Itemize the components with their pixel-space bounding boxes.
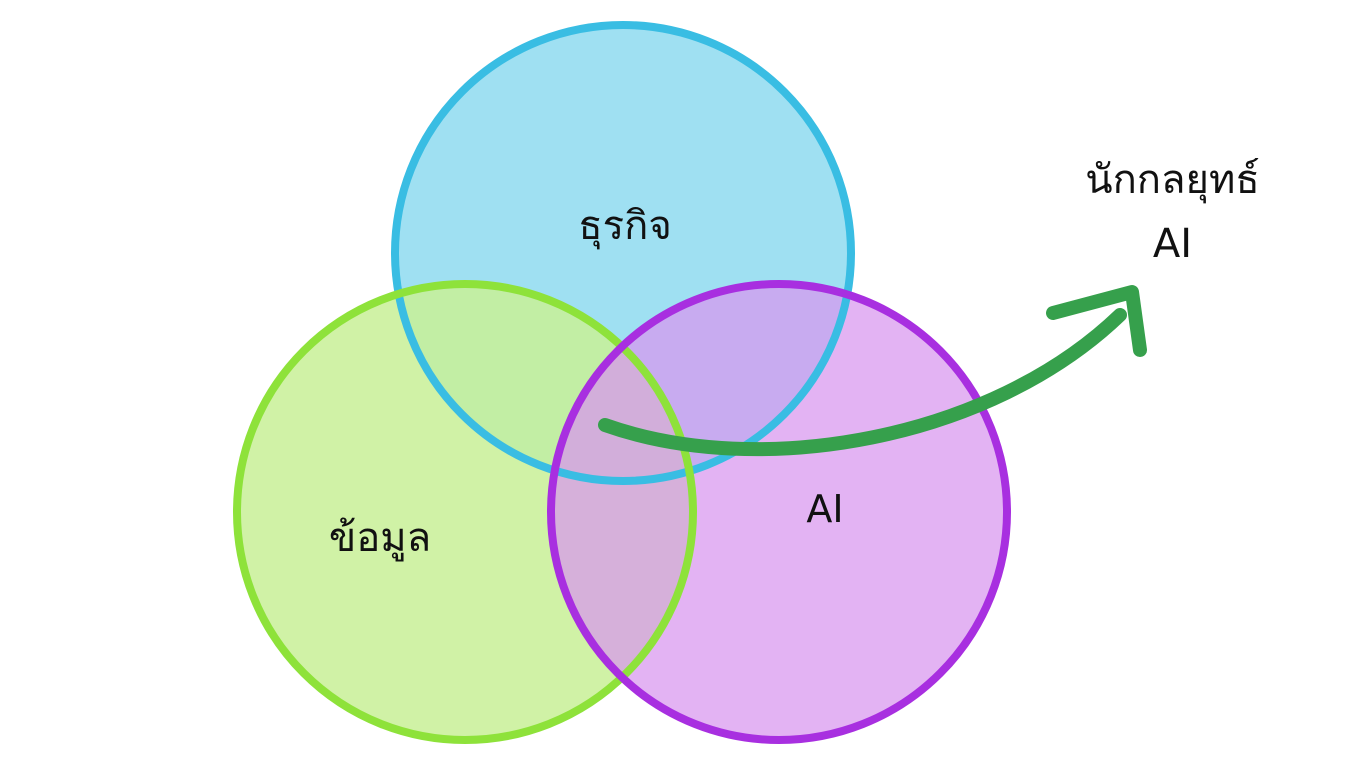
- circle-business-outline: [391, 21, 855, 485]
- result-label-line2: AI: [1152, 221, 1193, 267]
- label-ai: AI: [806, 487, 844, 531]
- arrow-to-strategist: [598, 308, 1127, 457]
- circle-ai-outline: [547, 280, 1011, 744]
- arrow-head-icon: [1046, 285, 1147, 357]
- label-data: ข้อมูล: [328, 515, 432, 561]
- circle-data-outline: [233, 280, 697, 744]
- label-business: ธุรกิจ: [578, 203, 672, 249]
- result-label-line1: นักกลยุทธ์: [1085, 157, 1260, 203]
- result-label-ai-strategist: นักกลยุทธ์ AI: [1050, 148, 1295, 276]
